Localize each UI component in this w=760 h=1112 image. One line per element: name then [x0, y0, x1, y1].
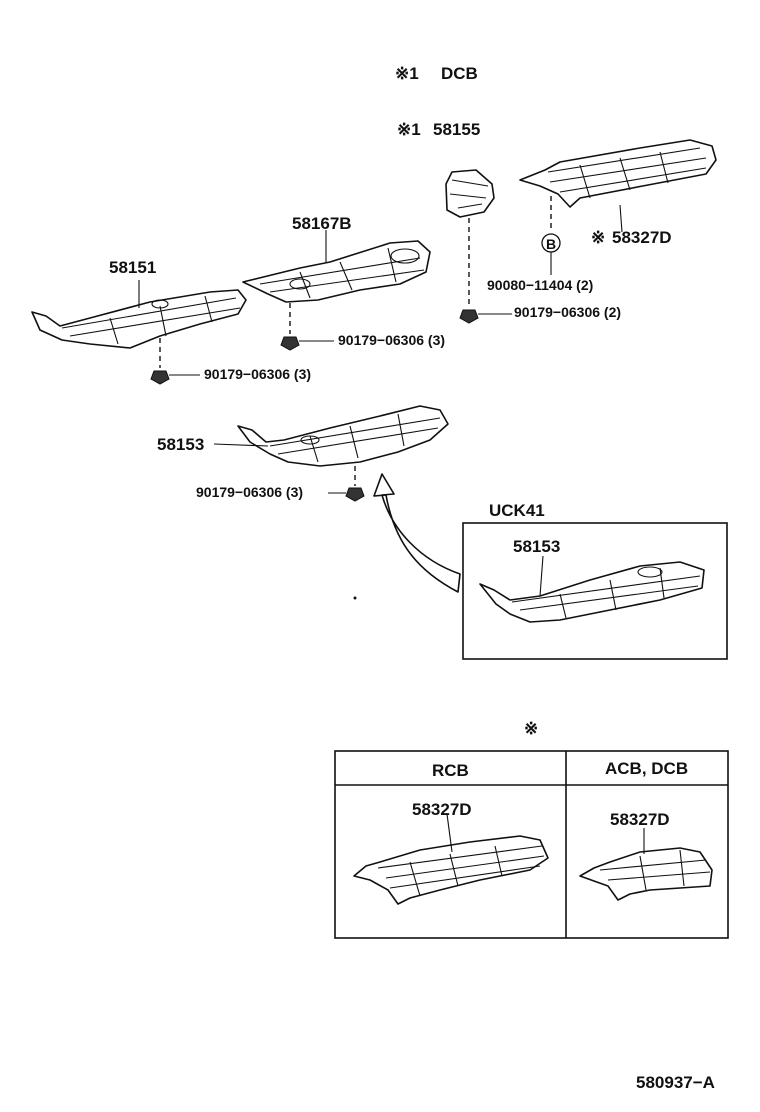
part-58327d-label: 58327D [612, 228, 672, 247]
part-58151-shape [31, 280, 247, 385]
part-58153-label: 58153 [157, 435, 205, 454]
part-58327d-shape [519, 139, 717, 275]
inset-uck41-title: UCK41 [489, 501, 545, 520]
table-acb-part-label: 58327D [610, 810, 670, 829]
part-58153-shape [213, 405, 449, 502]
header-note-text: DCB [441, 64, 478, 83]
table-rcb-part-label: 58327D [412, 800, 472, 819]
part-58155-mark: ※1 [397, 120, 421, 139]
callout-b-letter: B [546, 236, 557, 252]
part-58155-shape [445, 169, 495, 324]
figure-code: 580937−A [636, 1073, 715, 1092]
curved-arrow [373, 473, 461, 593]
part-58327d-mark: ※ [591, 228, 606, 247]
part-58155-label: 58155 [433, 120, 481, 139]
nut-lower-label: 90179−06306 (3) [196, 484, 304, 500]
table-header-acb-dcb: ACB, DCB [605, 759, 689, 778]
inset-58153-shape [479, 555, 705, 623]
nut-right-label: 90179−06306 (2) [514, 304, 622, 320]
table-acb-shape [579, 828, 713, 901]
part-58167b-label: 58167B [292, 214, 352, 233]
inset-58153-label: 58153 [513, 537, 561, 556]
nut-mid-label: 90179−06306 (3) [338, 332, 446, 348]
variant-table-mark: ※ [524, 719, 539, 738]
nut-leader-lines [169, 313, 512, 494]
nut-left-label: 90179−06306 (3) [204, 366, 312, 382]
header-note-mark: ※1 [395, 64, 419, 83]
table-rcb-shape [353, 813, 549, 905]
part-58167b-shape [242, 230, 431, 351]
part-58151-label: 58151 [109, 258, 157, 277]
bolt-90080-label: 90080−11404 (2) [487, 277, 594, 293]
table-header-rcb: RCB [432, 761, 469, 780]
inset-uck41-frame [462, 522, 728, 660]
variant-table-frame [334, 750, 729, 939]
